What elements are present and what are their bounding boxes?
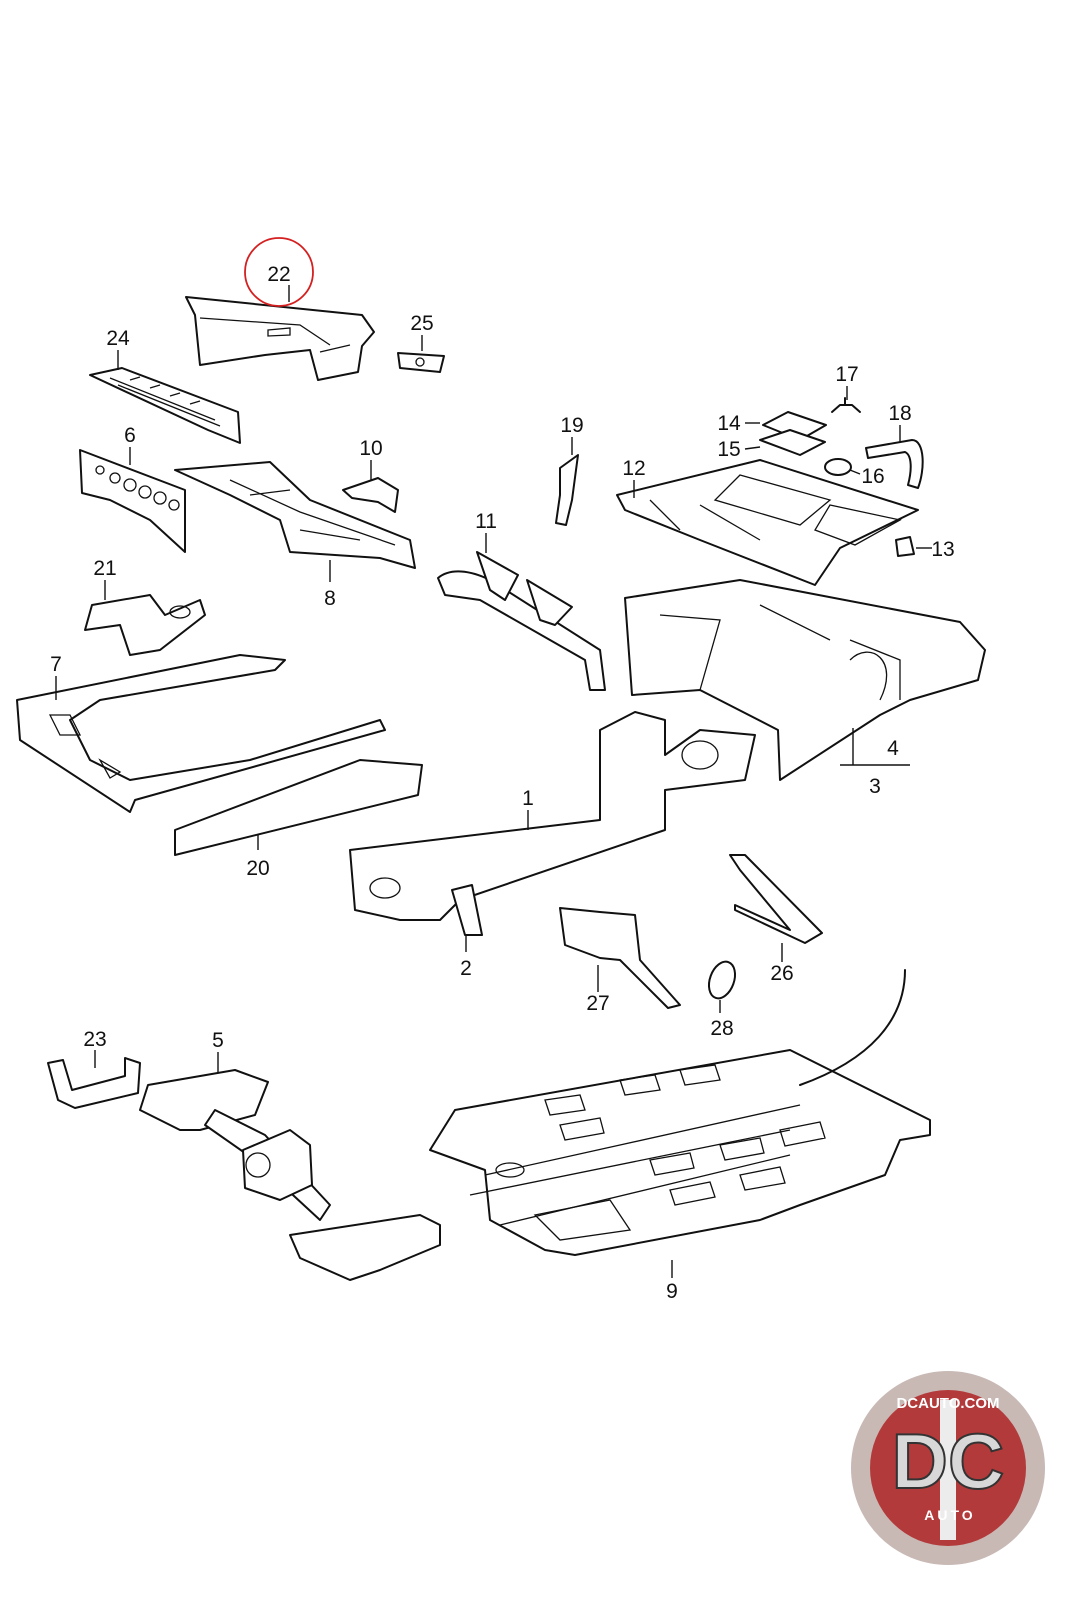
part-21-shape (84, 594, 206, 656)
part-20-shape (174, 759, 423, 856)
part-1-shape (349, 711, 756, 921)
label-25: 25 (410, 312, 433, 335)
label-1: 1 (522, 787, 534, 810)
dcauto-logo: DCAUTO.COM DC AUTO (851, 1371, 1045, 1565)
label-23: 23 (83, 1028, 106, 1051)
label-12: 12 (622, 457, 645, 480)
part-26-shape (729, 854, 823, 944)
label-26: 26 (770, 962, 793, 985)
part-19-shape (555, 454, 579, 526)
label-3: 3 (869, 775, 881, 798)
label-7: 7 (50, 653, 62, 676)
part-17-shape (831, 397, 861, 413)
label-10: 10 (359, 437, 382, 460)
label-9: 9 (666, 1280, 678, 1303)
part-6-shape (79, 449, 186, 553)
label-19: 19 (560, 414, 583, 437)
part-7-shape (16, 654, 386, 813)
label-21: 21 (93, 557, 116, 580)
part-27-shape (559, 907, 681, 1009)
label-8: 8 (324, 587, 336, 610)
part-11-shape (437, 551, 606, 691)
part-10-shape (342, 477, 399, 513)
part-23-shape (47, 1057, 141, 1109)
label-18: 18 (888, 402, 911, 425)
label-4: 4 (887, 737, 899, 760)
label-17: 17 (835, 363, 858, 386)
part-8-shape (174, 461, 416, 569)
label-27: 27 (586, 992, 609, 1015)
part-25-shape (397, 352, 445, 373)
label-28: 28 (710, 1017, 733, 1040)
part-13-shape (895, 536, 915, 557)
label-15: 15 (717, 438, 740, 461)
label-14: 14 (717, 412, 741, 435)
label-2: 2 (460, 957, 472, 980)
part-5-shape (139, 1069, 441, 1281)
label-6: 6 (124, 424, 136, 447)
part-9-shape (429, 969, 931, 1256)
label-13: 13 (931, 538, 954, 561)
label-22: 22 (267, 263, 290, 286)
label-24: 24 (106, 327, 130, 350)
part-4-shape (624, 579, 986, 781)
part-15-shape (759, 429, 826, 456)
label-16: 16 (861, 465, 884, 488)
label-20: 20 (246, 857, 269, 880)
part-22-shape (185, 296, 375, 381)
label-11: 11 (475, 510, 497, 533)
part-12-shape (616, 459, 919, 586)
logo-auto-text: AUTO (924, 1507, 975, 1523)
part-16-shape (824, 458, 852, 476)
label-5: 5 (212, 1029, 224, 1052)
part-28-shape (707, 960, 737, 1000)
part-18-shape (865, 439, 924, 489)
logo-dc-text: DC (892, 1417, 1005, 1505)
part-2-shape (451, 884, 483, 936)
part-24-shape (89, 367, 241, 444)
logo-site-text: DCAUTO.COM (896, 1395, 999, 1412)
highlight-circle (244, 237, 314, 307)
